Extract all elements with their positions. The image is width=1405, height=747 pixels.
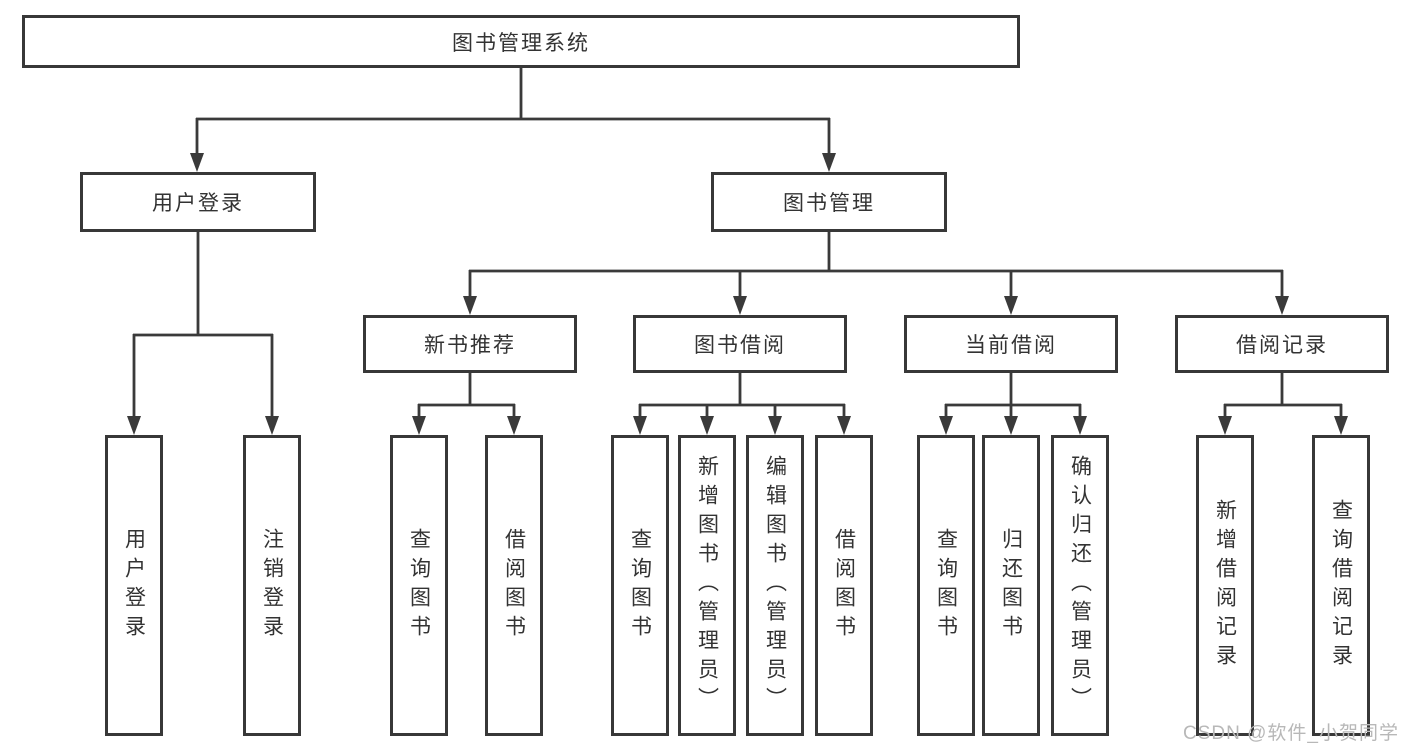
node-new-book-recommend: 新书推荐	[363, 315, 577, 373]
leaf-bb-query-books: 查询图书	[611, 435, 669, 736]
leaf-br-query-record: 查询借阅记录	[1312, 435, 1370, 736]
leaf-nb-query-books: 查询图书	[390, 435, 448, 736]
leaf-cb-query-books: 查询图书	[917, 435, 975, 736]
node-book-management: 图书管理	[711, 172, 947, 232]
arrowheads	[127, 153, 1348, 435]
leaf-cb-return-books: 归还图书	[982, 435, 1040, 736]
node-current-borrow: 当前借阅	[904, 315, 1118, 373]
node-user-login: 用户登录	[80, 172, 316, 232]
leaf-user-login: 用户登录	[105, 435, 163, 736]
leaf-logout: 注销登录	[243, 435, 301, 736]
leaf-cb-confirm-return-admin: 确认归还（管理员）	[1051, 435, 1109, 736]
node-borrow-records: 借阅记录	[1175, 315, 1389, 373]
leaf-nb-borrow-books: 借阅图书	[485, 435, 543, 736]
node-root: 图书管理系统	[22, 15, 1020, 68]
csdn-watermark: CSDN @软件_小贺同学	[1183, 723, 1399, 744]
leaf-bb-edit-books-admin: 编辑图书（管理员）	[746, 435, 804, 736]
leaf-bb-add-books-admin: 新增图书（管理员）	[678, 435, 736, 736]
leaf-bb-borrow-books: 借阅图书	[815, 435, 873, 736]
node-book-borrow: 图书借阅	[633, 315, 847, 373]
leaf-br-add-record: 新增借阅记录	[1196, 435, 1254, 736]
